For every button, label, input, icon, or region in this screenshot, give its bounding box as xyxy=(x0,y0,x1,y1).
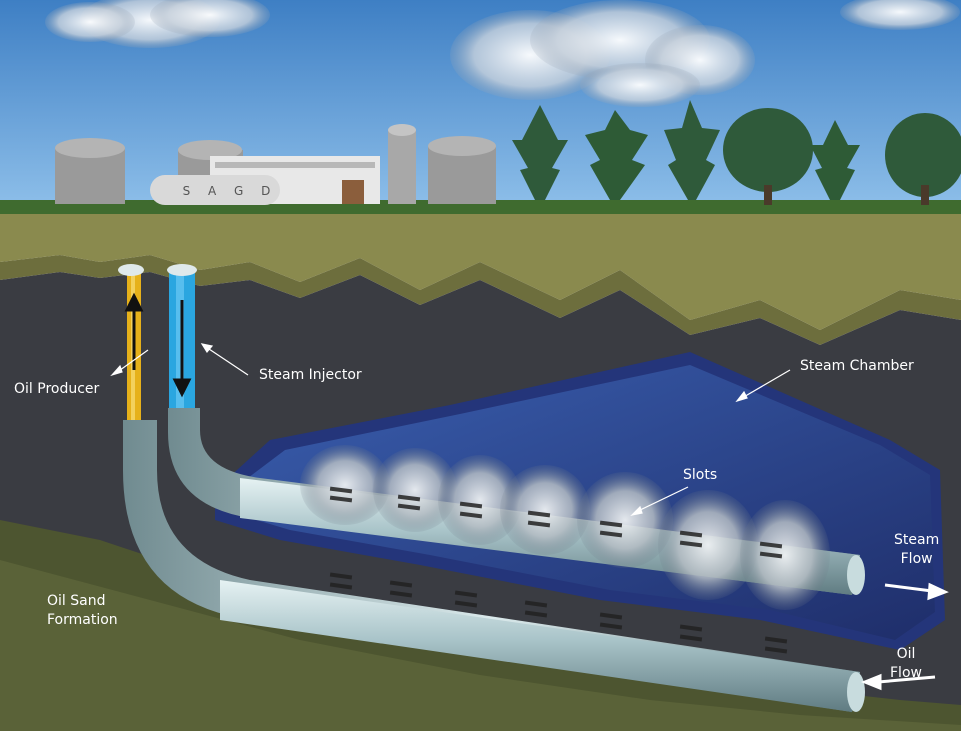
producer-slots xyxy=(329,572,788,654)
label-pointers xyxy=(110,343,791,516)
label-steam-injector: Steam Injector xyxy=(259,367,362,383)
label-slots: Slots xyxy=(683,467,718,483)
label-steam-flow: Steam Flow xyxy=(894,532,940,567)
injector-slots xyxy=(329,486,783,559)
label-oil-sand-formation: Oil Sand Formation xyxy=(47,593,118,628)
plant-sign: S A G D xyxy=(182,184,278,198)
topsoil-layer xyxy=(0,214,961,330)
trees xyxy=(512,100,961,205)
oil-sand-lower xyxy=(0,560,961,731)
sagd-plant xyxy=(55,124,496,205)
steam-puffs xyxy=(300,445,830,610)
label-oil-producer: Oil Producer xyxy=(14,381,100,397)
clouds xyxy=(45,0,960,107)
label-steam-chamber: Steam Chamber xyxy=(800,358,914,374)
flow-arrows xyxy=(860,582,949,691)
flow-direction-arrows xyxy=(124,292,192,398)
label-oil-flow: Oil Flow xyxy=(890,646,922,681)
topsoil-shadow xyxy=(0,255,961,345)
